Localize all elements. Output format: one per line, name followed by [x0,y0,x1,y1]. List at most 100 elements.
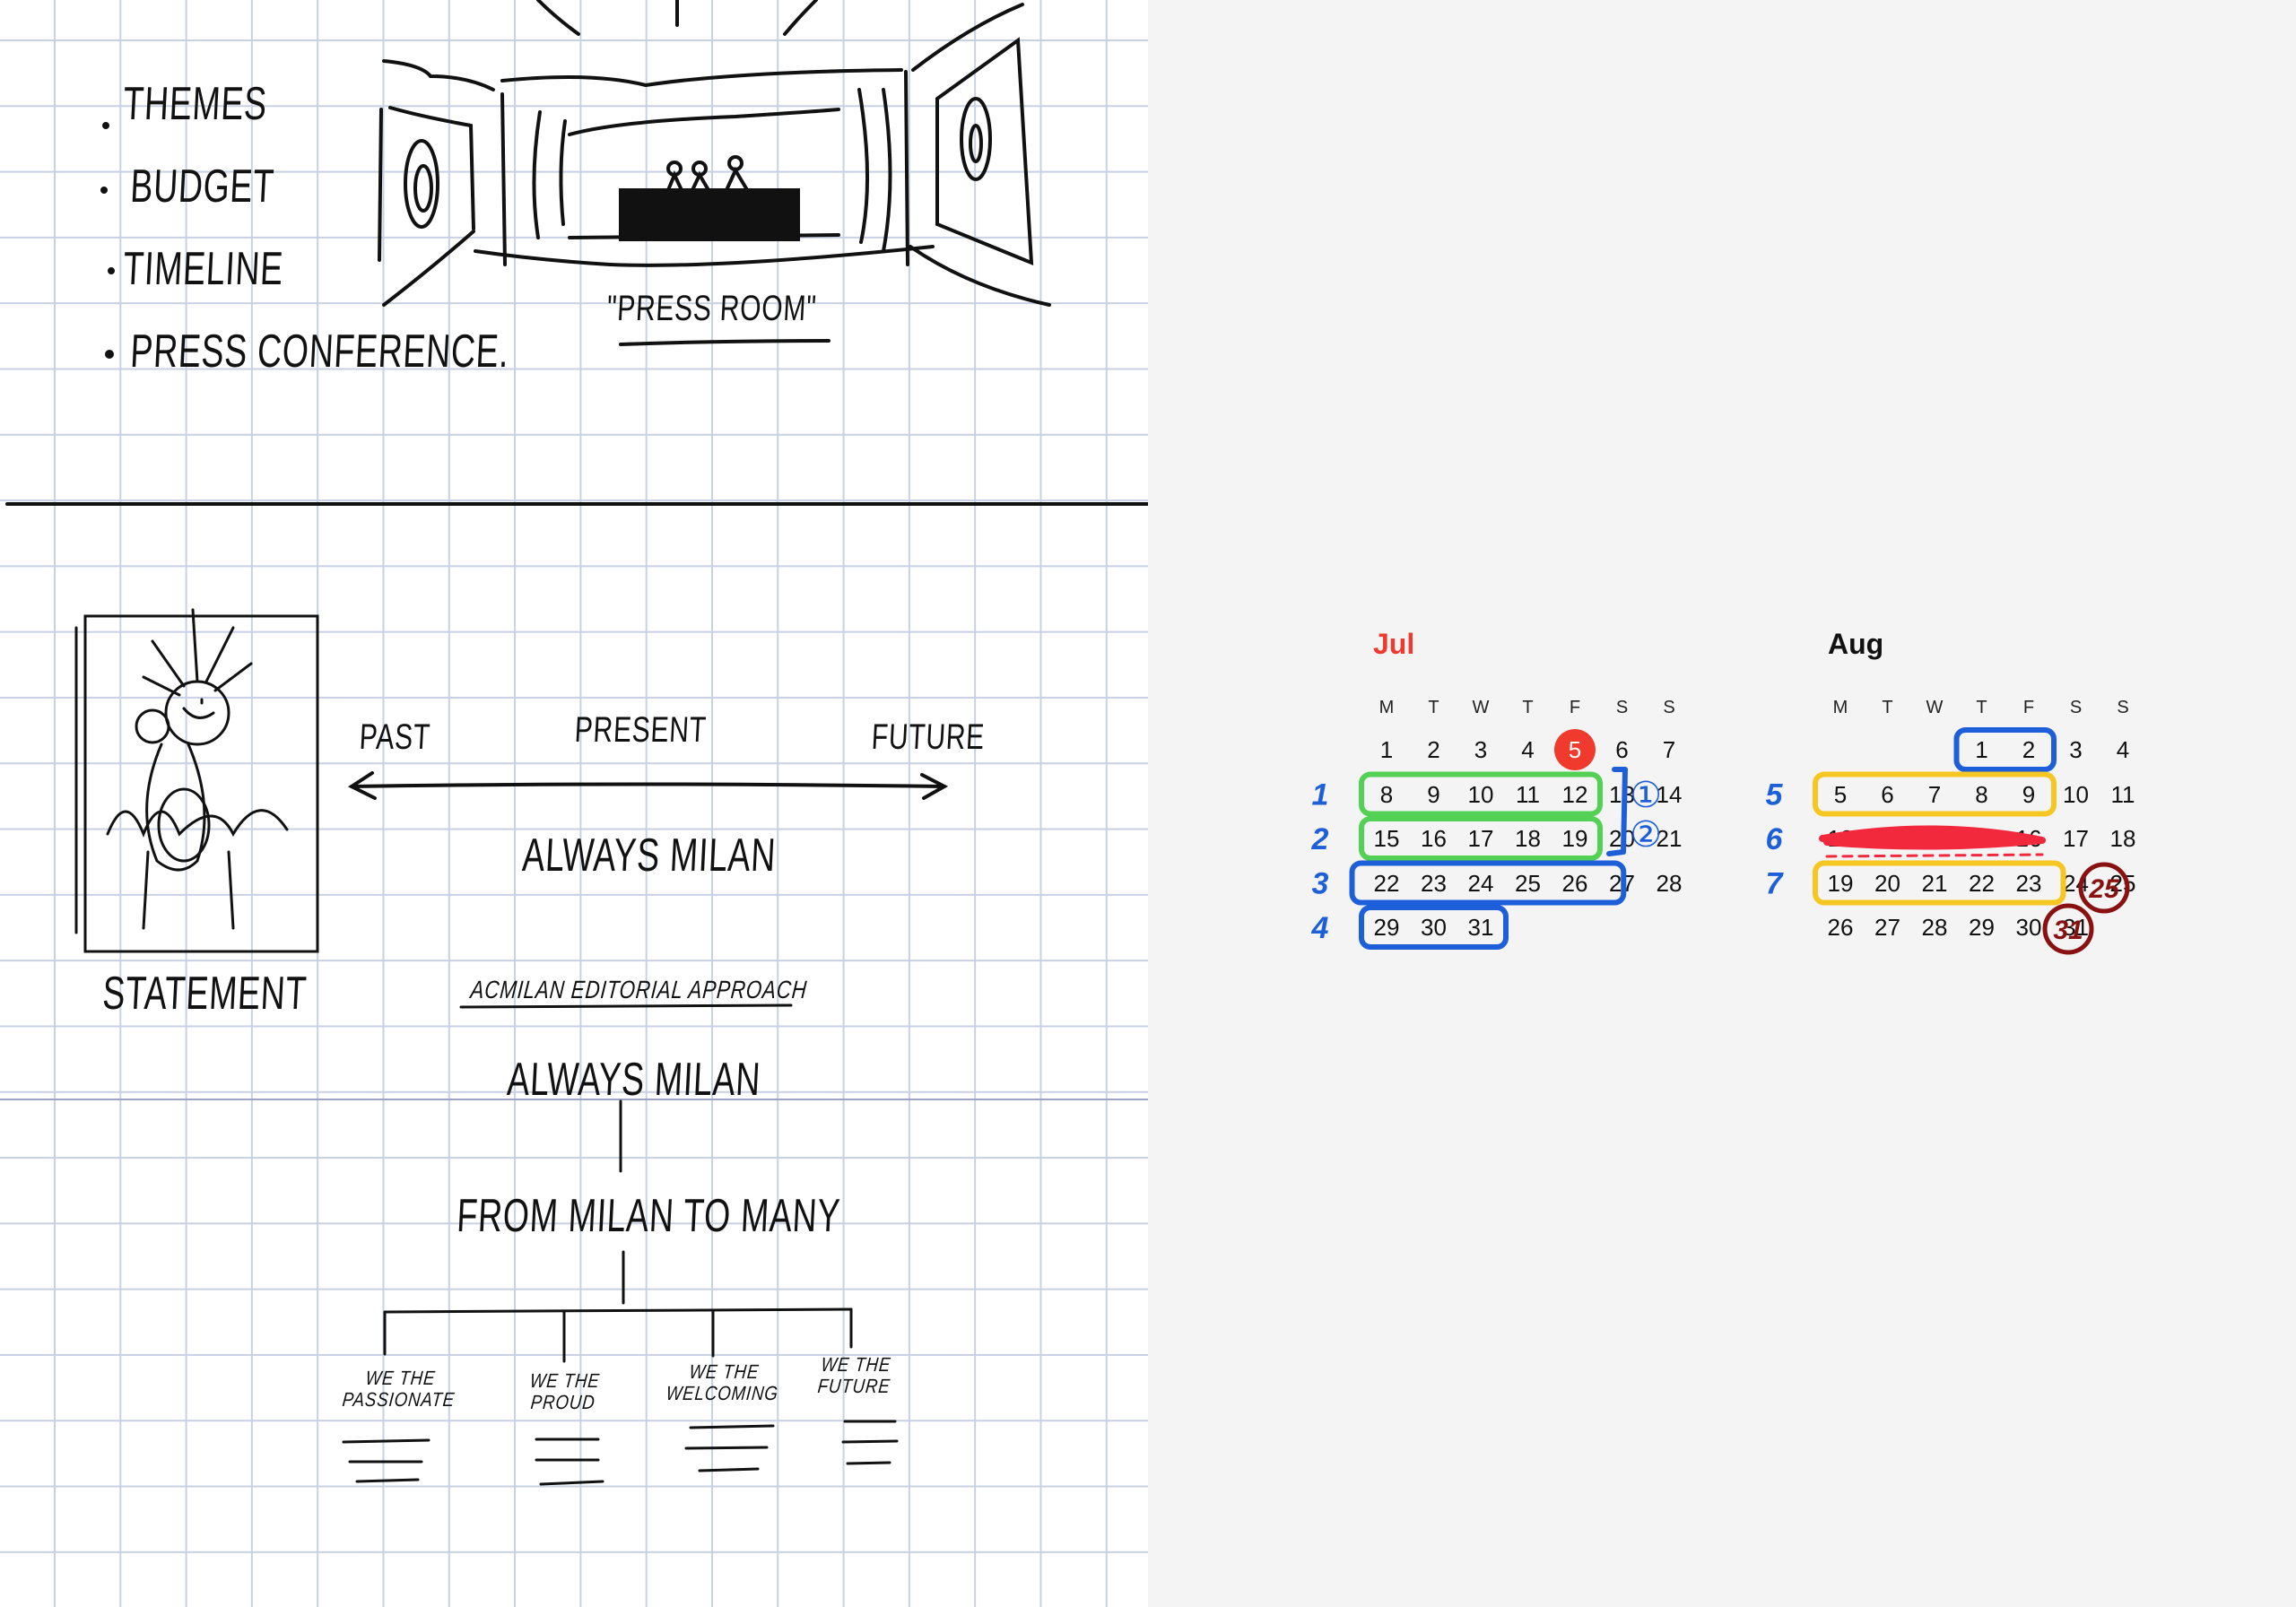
calendar-day[interactable]: 25 [2109,869,2136,897]
calendar-day[interactable]: 3 [1474,736,1488,763]
calendar-day[interactable]: 9 [2022,780,2036,808]
weekday-header: W [1472,698,1490,717]
calendar-day[interactable]: 18 [2109,825,2136,852]
calendar-day[interactable]: 23 [2015,869,2042,897]
calendar-day[interactable]: 12 [1561,780,1588,808]
calendar-day[interactable]: 12 [1827,825,1854,852]
timeline-present: PRESENT [573,710,708,750]
calendar-day[interactable]: 16 [2015,825,2042,852]
calendar-day[interactable]: 5 [1568,736,1582,763]
calendar-day[interactable]: 11 [1516,780,1540,808]
calendar-day[interactable]: 30 [1421,914,1447,941]
calendar-day[interactable]: 15 [1969,825,1995,852]
timeline-past: PAST [358,717,432,757]
calendar-day[interactable]: 24 [2063,869,2089,897]
sketch-drawing [0,0,1148,1486]
week-number-label: 1 [1312,778,1329,812]
weekday-header: F [2022,698,2035,717]
calendar-day[interactable]: 6 [1881,780,1894,808]
timeline-future: FUTURE [870,717,987,757]
calendar-day[interactable]: 23 [1421,869,1447,897]
weekday-header: T [1976,698,1987,717]
calendar-day[interactable]: 19 [1561,825,1588,852]
calendar-day[interactable]: 28 [1921,914,1948,941]
week-number-label: 6 [1766,822,1784,856]
calendar-day[interactable]: 18 [1515,825,1541,852]
calendar-day[interactable]: 6 [1615,736,1629,763]
calendar-day[interactable]: 22 [1373,869,1400,897]
weekday-header: S [1615,698,1629,717]
calendar-day[interactable]: 16 [1421,825,1447,852]
tree-leaf-line: PASSIONATE [341,1388,457,1411]
calendar-day[interactable]: 10 [2063,780,2089,808]
calendar-day[interactable]: 26 [1827,914,1854,941]
month-title-jul: Jul [1373,628,1415,660]
calendar-day[interactable]: 4 [2116,736,2130,763]
calendar-day[interactable]: 24 [1467,869,1494,897]
calendar-day[interactable]: 27 [1874,914,1900,941]
press-room-caption: "PRESS ROOM" [605,289,818,328]
weekday-header: F [1569,698,1581,717]
calendar-day[interactable]: 7 [1927,780,1942,808]
calendar-day[interactable]: 13 [1874,825,1900,852]
calendar-day[interactable]: 31 [2063,914,2089,941]
calendar-day[interactable]: 27 [1609,869,1635,897]
weekday-header: S [2069,698,2083,717]
month-title-aug: Aug [1828,628,1884,660]
calendar-day[interactable]: 30 [2015,914,2042,941]
calendar-day[interactable]: 9 [1427,780,1440,808]
calendar-day[interactable]: 14 [1921,825,1948,852]
calendar-day[interactable]: 25 [1515,869,1541,897]
calendar-day[interactable]: 2 [1427,736,1440,763]
calendar-day[interactable]: 20 [1874,869,1900,897]
tree-leaf-line: WELCOMING [665,1382,780,1404]
calendar-day[interactable]: 29 [1373,914,1400,941]
calendar-day[interactable]: 31 [1467,914,1494,941]
calendar-day[interactable]: 19 [1827,869,1854,897]
calendar-day[interactable]: 13 [1609,780,1635,808]
calendar-day[interactable]: 2 [2022,736,2036,763]
weekday-header: T [1428,698,1439,717]
calendar-day[interactable]: 1 [1379,736,1394,763]
calendar-day[interactable]: 8 [1379,780,1394,808]
approach-tree [342,1099,899,1486]
tree-leaf-line: WE THE [528,1369,601,1392]
tree-leaf-line: WE THE [820,1353,892,1376]
calendar-day[interactable]: 3 [2069,736,2083,763]
calendar-day[interactable]: 8 [1975,780,1988,808]
notebook-page[interactable]: THEMES BUDGET TIMELINE PRESS CONFERENCE.… [0,0,1148,1607]
agenda-item-themes: THEMES [122,78,269,130]
sketch-ray [783,0,818,36]
weekday-header: W [1926,698,1944,717]
weekday-header: M [1378,698,1395,717]
calendar-day[interactable]: 21 [1921,869,1948,897]
tree-leaf-line: WE THE [688,1360,761,1383]
press-room-sketch [378,3,1051,307]
calendar-day[interactable]: 7 [1662,736,1676,763]
weekday-header: M [1832,698,1848,717]
calendar-day[interactable]: 17 [1467,825,1494,852]
calendar-day[interactable]: 11 [2110,780,2135,808]
agenda-item-timeline: TIMELINE [122,243,285,295]
calendar-day[interactable]: 5 [1833,780,1848,808]
weekday-header: S [1663,698,1675,717]
calendar-day[interactable]: 21 [1656,825,1683,852]
calendar-day[interactable]: 26 [1561,869,1588,897]
calendar-day[interactable]: 17 [2063,825,2089,852]
calendar-day[interactable]: 29 [1969,914,1995,941]
statement-label: STATEMENT [101,968,309,1020]
timeline-caption: ALWAYS MILAN [521,830,778,882]
calendar-day[interactable]: 20 [1609,825,1635,852]
week-number-label: 3 [1312,867,1329,901]
calendar-day[interactable]: 28 [1656,869,1683,897]
calendar-day[interactable]: 1 [1975,736,1988,763]
calendar-day[interactable]: 4 [1521,736,1535,763]
calendar-day[interactable]: 14 [1656,780,1683,808]
week-number-label: 7 [1766,867,1785,901]
calendar-day[interactable]: 22 [1969,869,1995,897]
calendar-day[interactable]: 10 [1467,780,1494,808]
calendar-day[interactable]: 15 [1373,825,1400,852]
